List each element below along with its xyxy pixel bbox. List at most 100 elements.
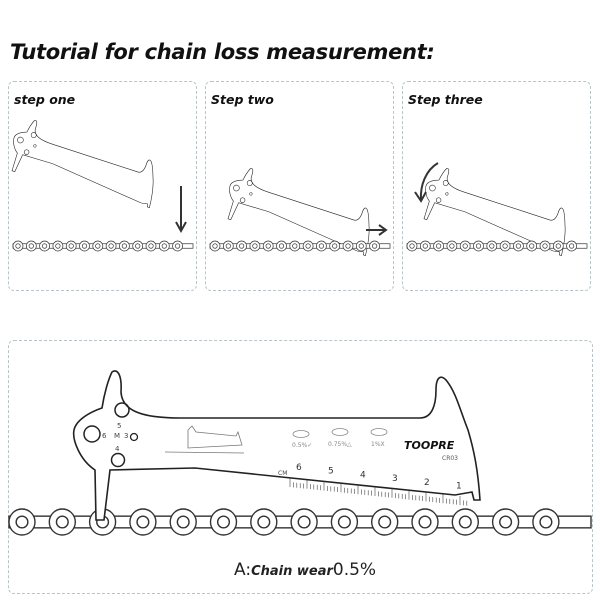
chain-pin xyxy=(136,515,150,529)
step-three-panel: Step three xyxy=(402,81,591,291)
chain-link xyxy=(486,240,498,252)
chain-link xyxy=(459,240,471,252)
chain-pin xyxy=(265,243,271,249)
scale-number: 2 xyxy=(424,478,430,488)
chain-link xyxy=(209,240,221,252)
step-two-label: Step two xyxy=(211,92,274,107)
chain-pin xyxy=(318,243,324,249)
caption-label: Chain wear xyxy=(251,564,333,579)
chain-pin xyxy=(515,243,522,249)
step-three-label: Step three xyxy=(408,92,483,107)
hole-labels: 5 6 M 3 4 xyxy=(102,422,128,453)
chain-pin xyxy=(252,243,258,249)
chain-link xyxy=(79,240,90,252)
chain-pin xyxy=(95,243,101,249)
chain-link xyxy=(369,240,380,252)
chain-pin xyxy=(239,243,245,249)
scale-number: 1 xyxy=(456,482,462,492)
chain-link xyxy=(129,508,157,536)
chain-pin xyxy=(135,243,141,249)
scale-number: 3 xyxy=(392,474,398,484)
wear-mark-label: 0.5%✓ xyxy=(292,442,312,449)
chain-pin xyxy=(55,515,69,529)
chain-pin xyxy=(568,243,575,249)
chain-pin xyxy=(55,243,61,249)
chain-pin xyxy=(502,243,508,249)
model-number: CR03 xyxy=(442,455,458,462)
chain-pin xyxy=(499,515,513,529)
chain-pin xyxy=(358,243,364,249)
chain-link xyxy=(513,240,524,252)
chain-link xyxy=(52,240,64,252)
chain-link xyxy=(355,240,367,252)
chain-link xyxy=(411,508,439,536)
chain-pin xyxy=(278,243,285,249)
chain-link xyxy=(289,240,301,252)
chain-link xyxy=(419,240,431,252)
chain-pin xyxy=(292,243,298,249)
chain xyxy=(12,240,194,252)
mini-diagram xyxy=(164,425,245,454)
chain xyxy=(406,240,588,252)
chain-pin xyxy=(418,515,432,529)
chain-pin xyxy=(529,243,535,249)
chain-link xyxy=(276,240,287,252)
chain-pin xyxy=(332,243,338,249)
scale-number: 4 xyxy=(360,470,366,480)
caption: A:Chain wear0.5% xyxy=(234,560,376,580)
scale-unit: CM xyxy=(278,470,287,477)
chain-link xyxy=(169,508,197,536)
chain-link xyxy=(532,508,560,536)
wear-mark-label: 1%X xyxy=(371,441,385,448)
chain-pin xyxy=(175,243,181,249)
chain-link xyxy=(92,240,104,252)
chain-link xyxy=(145,240,157,252)
chain-pin xyxy=(337,515,351,529)
scale-number: 6 xyxy=(296,463,302,473)
chain-link xyxy=(316,240,327,252)
step-two-panel: Step two xyxy=(205,81,394,291)
hole-label: 4 xyxy=(115,445,120,453)
chain-link xyxy=(209,508,238,536)
caption-value: 0.5% xyxy=(332,560,377,580)
chain-link xyxy=(8,508,36,536)
chain-pin xyxy=(449,243,455,249)
chain-link xyxy=(329,240,341,252)
chain-pin xyxy=(212,243,218,249)
chain-link xyxy=(290,508,318,536)
down-arrow xyxy=(175,186,187,234)
wear-mark-label: 0.75%△ xyxy=(328,441,352,448)
detail-frame xyxy=(8,340,593,594)
chain-pin xyxy=(161,243,167,249)
chain-link xyxy=(25,240,37,252)
chain-link xyxy=(12,240,24,252)
chain-link xyxy=(566,240,577,252)
chain-pin xyxy=(41,243,48,249)
hole-label: 5 xyxy=(117,422,121,430)
chain-link xyxy=(172,240,183,252)
chain-link xyxy=(433,240,444,252)
chain-pin xyxy=(225,243,231,249)
chain-link xyxy=(451,508,479,536)
chain-pin xyxy=(305,243,311,249)
chain-link xyxy=(446,240,458,252)
chain-link xyxy=(158,240,170,252)
chain-link xyxy=(262,240,274,252)
step-one-label: step one xyxy=(14,92,76,107)
step-one-tool xyxy=(3,115,165,215)
chain-pin xyxy=(378,515,392,529)
chain-link xyxy=(236,240,247,252)
chain-link xyxy=(132,240,144,252)
chain-pin xyxy=(257,515,271,529)
chain-pin xyxy=(121,243,128,249)
chain-link xyxy=(491,508,520,536)
chain-pin xyxy=(372,243,378,249)
chain-link xyxy=(105,240,117,252)
chain-pin xyxy=(409,243,415,249)
chain-link xyxy=(39,240,50,252)
chain-pin xyxy=(555,243,561,249)
chain-link xyxy=(249,240,261,252)
page-title: Tutorial for chain loss measurement: xyxy=(10,40,435,64)
